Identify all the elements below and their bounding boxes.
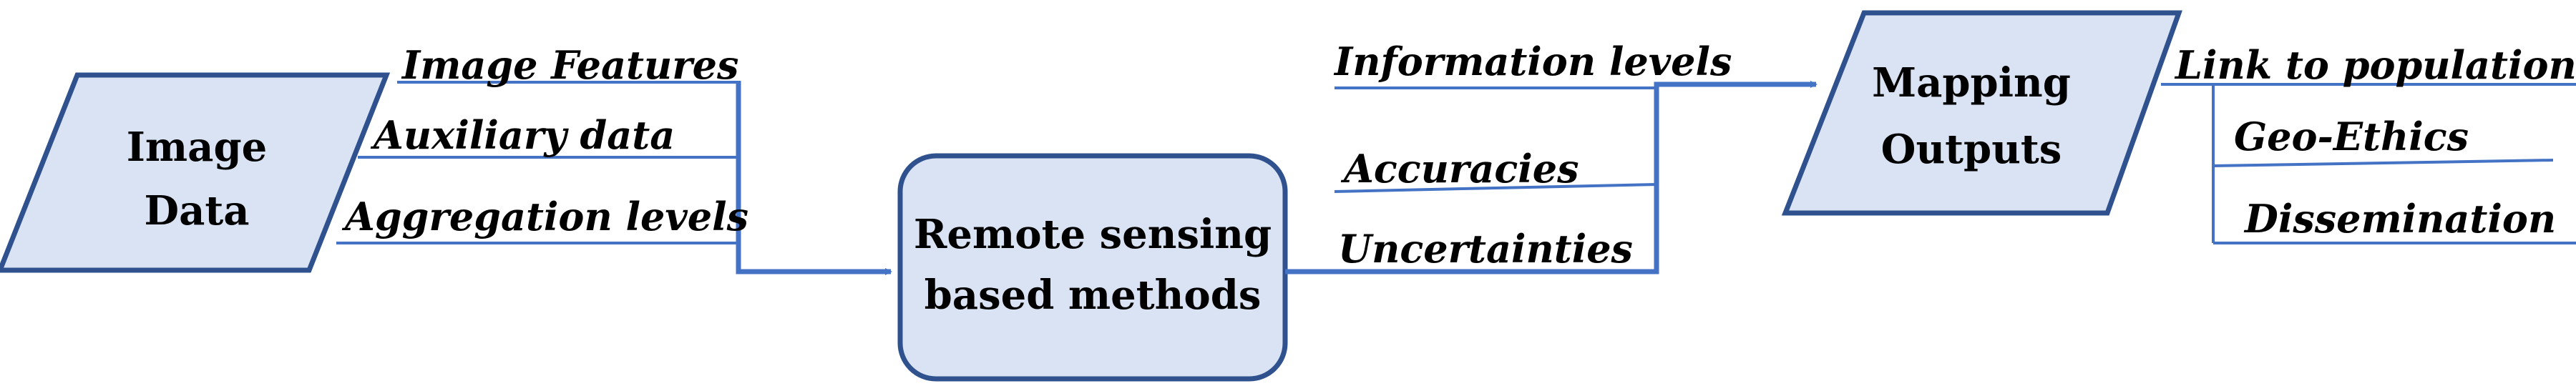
link-to-population-label: Link to population [2174, 42, 2576, 88]
outputs-node: Mapping Outputs [1781, 10, 2182, 216]
uncertainties-label: Uncertainties [1338, 226, 1633, 272]
method-output-connector [1285, 81, 1818, 274]
methods-shape [897, 153, 1288, 382]
outputs-label-line1: Mapping [1872, 59, 2071, 107]
methods-label-line1: Remote sensing [914, 211, 1272, 258]
accuracies-line [1334, 183, 1657, 193]
outputs-label-line2: Outputs [1881, 126, 2062, 173]
mapping-link-connectors [2161, 83, 2576, 244]
aggregation-levels-label: Aggregation levels [341, 194, 748, 239]
input-connectors [336, 81, 892, 275]
output-connectors [1285, 81, 1818, 274]
auxiliary-data-label: Auxiliary data [370, 112, 675, 158]
methods-label-line2: based methods [924, 272, 1262, 319]
geo-ethics-label: Geo-Ethics [2234, 114, 2469, 159]
image-features-label: Image Features [401, 42, 738, 88]
accuracies-label: Accuracies [1340, 146, 1579, 192]
image-data-label-line2: Data [145, 187, 250, 234]
geo-ethics-line [2212, 159, 2554, 167]
image-data-shape [0, 72, 391, 273]
information-levels-label: Information levels [1333, 39, 1732, 84]
input-merge-connector [736, 81, 892, 275]
dissemination-label: Dissemination [2243, 196, 2556, 242]
image-data-label-line1: Image [127, 124, 268, 171]
outputs-shape [1781, 10, 2182, 216]
methods-node: Remote sensing based methods [897, 153, 1288, 382]
image-data-node: Image Data [0, 72, 391, 273]
